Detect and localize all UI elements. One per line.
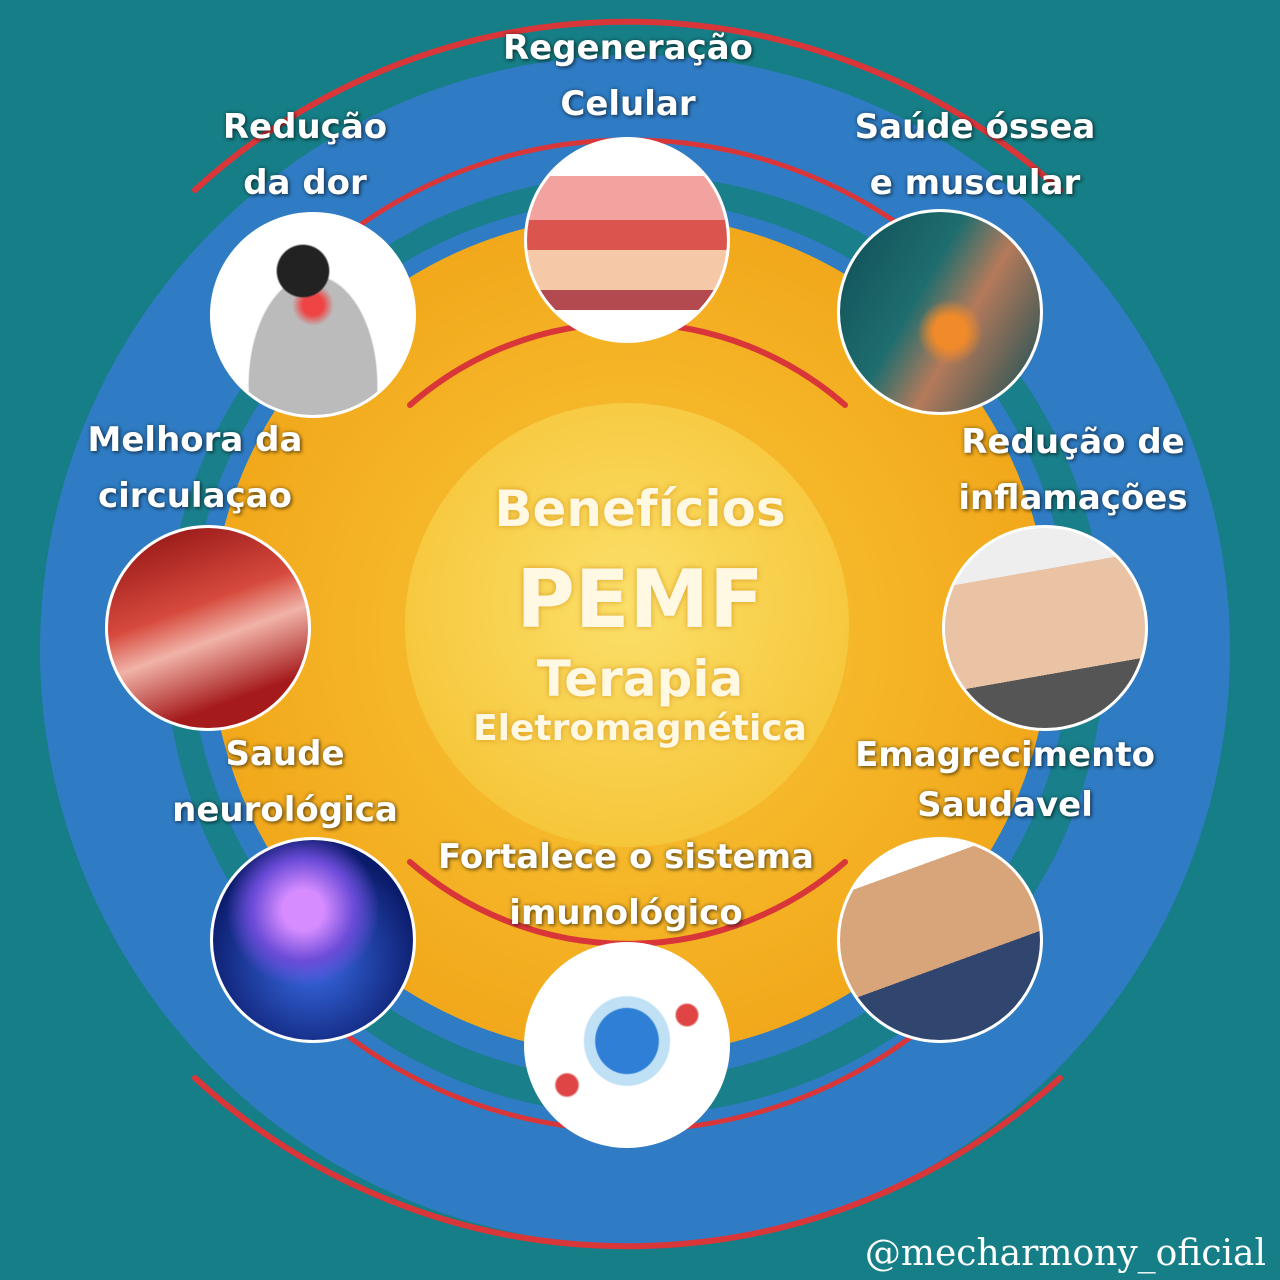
label-line: Saude	[225, 734, 345, 774]
center-title-therapy: Terapia	[536, 650, 744, 708]
label-line: neurológica	[172, 790, 398, 830]
immune-shield-icon	[524, 942, 730, 1148]
brain-icon	[210, 837, 416, 1043]
label-line: circulaçao	[97, 476, 292, 516]
label-line: Saudavel	[917, 785, 1093, 825]
skin-cells-icon	[524, 137, 730, 343]
waist-measure-icon	[837, 837, 1043, 1043]
benefit-bone-muscle-label: Saúde óssea e muscular	[855, 99, 1096, 211]
benefit-circulation-label: Melhora da circulaçao	[88, 412, 303, 524]
label-line: Regeneração	[502, 28, 754, 68]
label-line: Melhora da	[87, 420, 303, 460]
label-line: Fortalece o sistema	[438, 837, 814, 877]
label-line: Redução de	[961, 422, 1185, 462]
label-line: da dor	[243, 163, 367, 203]
label-line: Celular	[560, 84, 696, 124]
label-line: Saúde óssea	[854, 107, 1096, 147]
benefit-immune-label: Fortalece o sistema imunológico	[438, 829, 814, 941]
label-line: Emagrecimento	[855, 735, 1155, 775]
center-title-electromagnetic: Eletromagnética	[473, 708, 807, 749]
neck-pain-icon	[210, 212, 416, 418]
leg-massage-icon	[942, 525, 1148, 731]
benefit-pain-label: Redução da dor	[223, 99, 387, 211]
label-line: imunológico	[509, 893, 743, 933]
blood-vessel-icon	[105, 525, 311, 731]
center-title-pemf: PEMF	[516, 553, 764, 646]
label-line: Redução	[222, 107, 388, 147]
benefit-inflammation-label: Redução de inflamações	[958, 414, 1187, 526]
instagram-handle: @mecharmony_oficial	[864, 1233, 1266, 1274]
label-line: inflamações	[958, 478, 1188, 518]
benefit-neuro-label: Saude neurológica	[172, 726, 398, 838]
knee-icon	[837, 209, 1043, 415]
center-title-benefits: Benefícios	[494, 480, 786, 538]
label-line: e muscular	[869, 163, 1081, 203]
